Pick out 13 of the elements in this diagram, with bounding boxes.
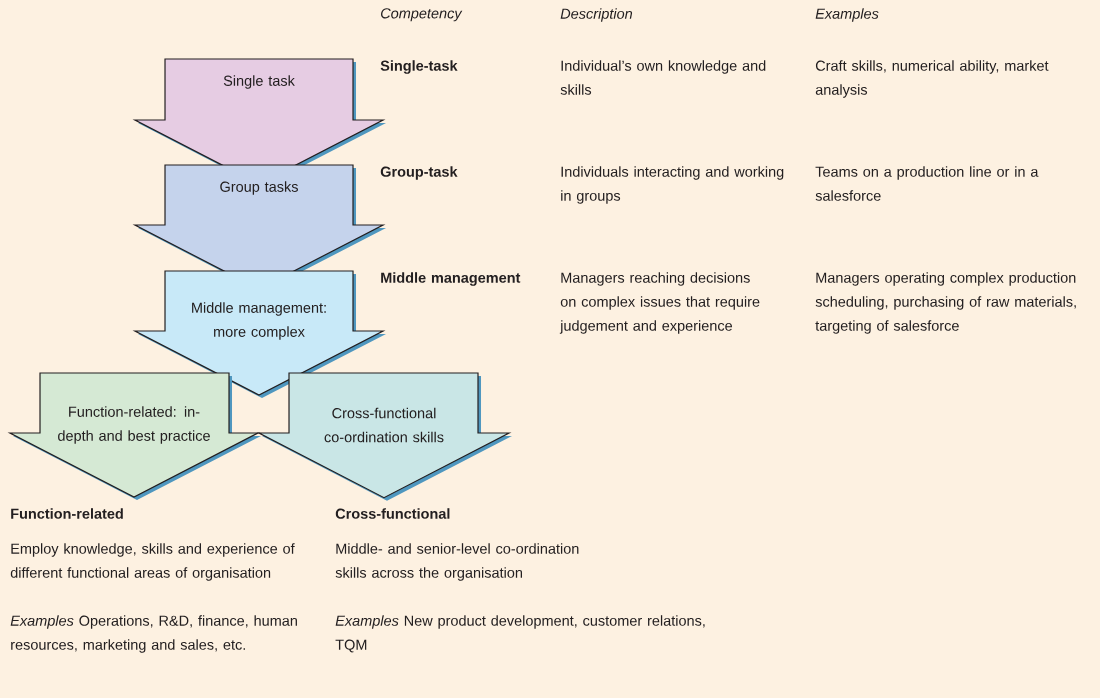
column-heading: Description bbox=[560, 8, 633, 22]
examples-text: Examples Operations, R&D, finance, human resources, marketing and sales, etc. bbox=[10, 615, 297, 653]
examples-text: Examples New product development, customer relations, TQM bbox=[335, 615, 705, 653]
examples-text: Teams on a production line or in a salesforce bbox=[815, 166, 1039, 201]
description-text: Individual’s own knowledge and skills bbox=[560, 60, 766, 95]
description-text: Middle- and senior-level co-ordination skills across the organisation bbox=[335, 543, 579, 581]
examples-text: Craft skills, numerical ability, market analysis bbox=[815, 60, 1049, 98]
examples-text: Managers operating complex production scheduling, purchasing of raw materials, targeting of salesforce bbox=[815, 272, 1076, 334]
description-text: Employ knowledge, skills and experience of different functional areas of organisation bbox=[10, 543, 295, 581]
column-heading: Examples bbox=[815, 8, 879, 22]
column-heading: Competency bbox=[381, 8, 463, 22]
description-text: Managers reaching decisions on complex issues that require judgement and experience bbox=[559, 272, 760, 334]
description-text: Individuals interacting and working in groups bbox=[561, 166, 784, 204]
